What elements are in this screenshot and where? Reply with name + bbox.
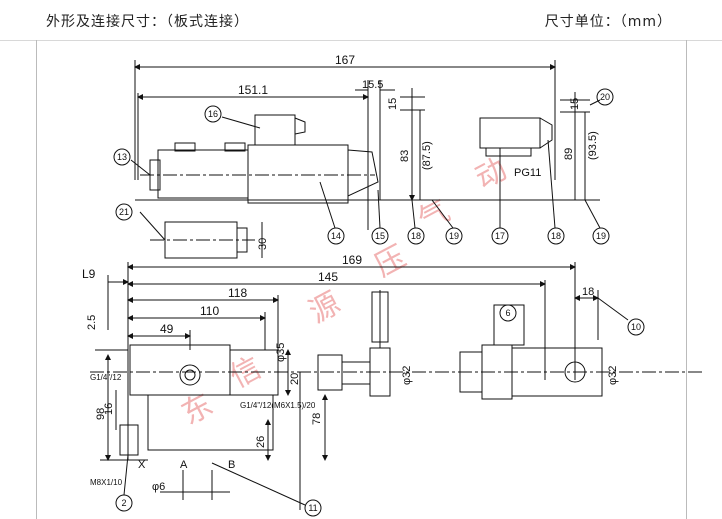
watermark-char: 信 — [224, 350, 267, 395]
bottom-view — [90, 262, 705, 517]
dim-118: 118 — [228, 286, 247, 300]
dim-16: 16 — [103, 403, 115, 415]
callout-circle — [627, 318, 645, 336]
callout-circle — [113, 148, 131, 166]
dim-83: 83 — [399, 150, 411, 162]
port-x: X — [138, 459, 146, 471]
callout-15: 15 — [375, 231, 385, 241]
top-view-labels: 167 151.1 15.5 15 83 (87.5) 89 (93.5) 15… — [238, 53, 599, 250]
dim-89: 89 — [563, 148, 575, 160]
callout-18: 18 — [411, 231, 421, 241]
dim-15-5: 15.5 — [362, 79, 383, 91]
bottom-view-labels: L9 169 145 118 110 49 2.5 98 16 φ35 20 7… — [82, 253, 619, 493]
section-title: 外形及连接尺寸：（板式连接） — [46, 14, 249, 30]
callout-14: 14 — [331, 231, 341, 241]
frame-right-border — [686, 40, 687, 519]
thread-bottom: G1/4"/12(M6X1.5)/20 — [240, 401, 316, 410]
subplate — [147, 394, 274, 451]
callout-circle — [445, 227, 463, 245]
dim-phi32-b: φ32 — [607, 366, 619, 385]
callout-circle — [327, 227, 345, 245]
dim-87-5: (87.5) — [421, 141, 433, 170]
dim-151: 151.1 — [238, 83, 268, 97]
callout-circle — [499, 304, 517, 322]
dim-167: 167 — [335, 53, 355, 67]
callout-circle — [371, 227, 389, 245]
thread-left: G1/4"/12 — [90, 373, 122, 382]
watermark-char: 源 — [303, 286, 346, 331]
callout-circle — [596, 88, 614, 106]
thread-m8: M8X1/10 — [90, 478, 123, 487]
callout-19-side: 19 — [596, 231, 606, 241]
callout-circle — [592, 227, 610, 245]
valve-body — [157, 149, 249, 199]
callout-18-side: 18 — [551, 231, 561, 241]
watermark-char: 东 — [176, 387, 219, 432]
callout-6: 6 — [505, 308, 510, 318]
watermark: 东 信 源 压 气 动 — [176, 152, 513, 432]
dim-145: 145 — [318, 270, 338, 284]
dim-15-top: 15 — [387, 98, 399, 110]
top-callout-numbers: 16 13 14 15 18 19 21 17 18 19 20 — [117, 92, 610, 241]
callout-16: 16 — [208, 109, 218, 119]
callout-circle — [547, 227, 565, 245]
port-b: B — [228, 459, 235, 471]
callout-circle — [204, 105, 222, 123]
watermark-char: 动 — [470, 152, 513, 197]
bottom-callout-numbers: 6 10 2 11 — [121, 308, 641, 513]
callout-circle — [115, 203, 133, 221]
dim-phi32-a: φ32 — [401, 366, 413, 385]
dim-2-5: 2.5 — [86, 315, 98, 330]
callout-circle — [304, 499, 322, 517]
dim-18: 18 — [582, 286, 594, 298]
solenoid-coil — [247, 144, 349, 204]
dim-169: 169 — [342, 253, 362, 267]
top-view — [113, 60, 614, 259]
valve-block — [129, 344, 231, 396]
callout-11: 11 — [308, 503, 317, 513]
callout-circle — [115, 494, 133, 512]
callout-2: 2 — [121, 498, 126, 508]
unit-label: 尺寸单位：（mm） — [544, 14, 672, 30]
side-view-connector — [479, 117, 541, 149]
dim-15-side: 15 — [569, 98, 581, 110]
callout-21: 21 — [119, 207, 129, 217]
dim-l9: L9 — [82, 267, 96, 281]
dim-78: 78 — [311, 413, 323, 425]
connector-plug — [254, 114, 296, 146]
dim-phi6: φ6 — [152, 481, 165, 493]
callout-circle — [491, 227, 509, 245]
callout-circle — [407, 227, 425, 245]
port-a: A — [180, 459, 188, 471]
callout-20: 20 — [600, 92, 610, 102]
cable-label: PG11 — [514, 167, 541, 179]
page-header: 外形及连接尺寸：（板式连接） 尺寸单位：（mm） — [0, 0, 722, 41]
dim-93-5: (93.5) — [587, 131, 599, 160]
dim-20: 20 — [289, 373, 301, 385]
port-x-fitting — [119, 424, 139, 456]
watermark-char: 压 — [369, 239, 412, 284]
dim-26: 26 — [255, 436, 267, 448]
dim-110: 110 — [200, 304, 219, 318]
dim-98: 98 — [95, 408, 107, 420]
dim-30: 30 — [257, 238, 269, 250]
frame-left-border — [36, 40, 37, 519]
dim-phi35: φ35 — [275, 343, 287, 362]
callout-19: 19 — [449, 231, 459, 241]
callout-10: 10 — [631, 322, 641, 332]
dim-49: 49 — [160, 322, 174, 336]
right-connector — [511, 347, 603, 397]
callout-13: 13 — [117, 152, 127, 162]
callout-17: 17 — [495, 231, 505, 241]
